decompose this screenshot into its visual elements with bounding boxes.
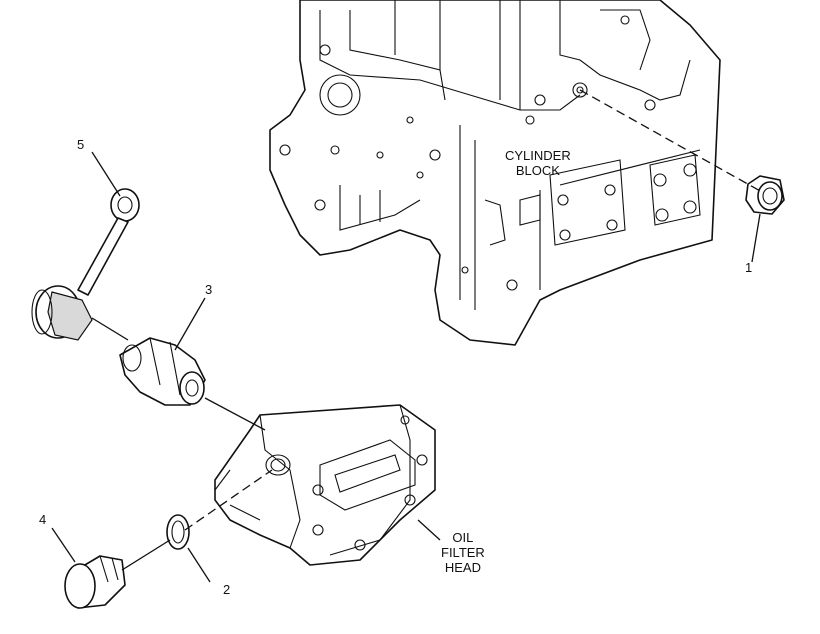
oil-filter-head-label-line-2: FILTER: [441, 545, 485, 560]
callout-1: 1: [745, 260, 753, 275]
cylinder-block-label-line-1: CYLINDER: [505, 148, 571, 163]
callout-3: 3: [205, 282, 213, 297]
oil-filter-head-label: OIL FILTER HEAD: [441, 530, 485, 575]
callout-4: 4: [39, 512, 47, 527]
part-4-plug: [64, 555, 126, 609]
leader-lines: [51, 151, 761, 583]
cylinder-block-label-line-2: BLOCK: [515, 163, 560, 178]
part-3-fitting: [119, 337, 206, 406]
part-2-seal: [166, 514, 190, 550]
cylinder-block: [269, 0, 721, 346]
part-1-plug: [745, 175, 785, 215]
oil-filter-head-label-line-3: HEAD: [444, 560, 481, 575]
callout-2: 2: [223, 582, 231, 597]
callout-5: 5: [77, 137, 85, 152]
assembly-lines: [91, 89, 763, 571]
part-5-tethered-cap: [31, 188, 140, 341]
oil-filter-head: [214, 404, 436, 566]
oil-filter-head-label-line-1: OIL: [452, 530, 474, 545]
cylinder-block-label: CYLINDER BLOCK: [505, 148, 571, 178]
